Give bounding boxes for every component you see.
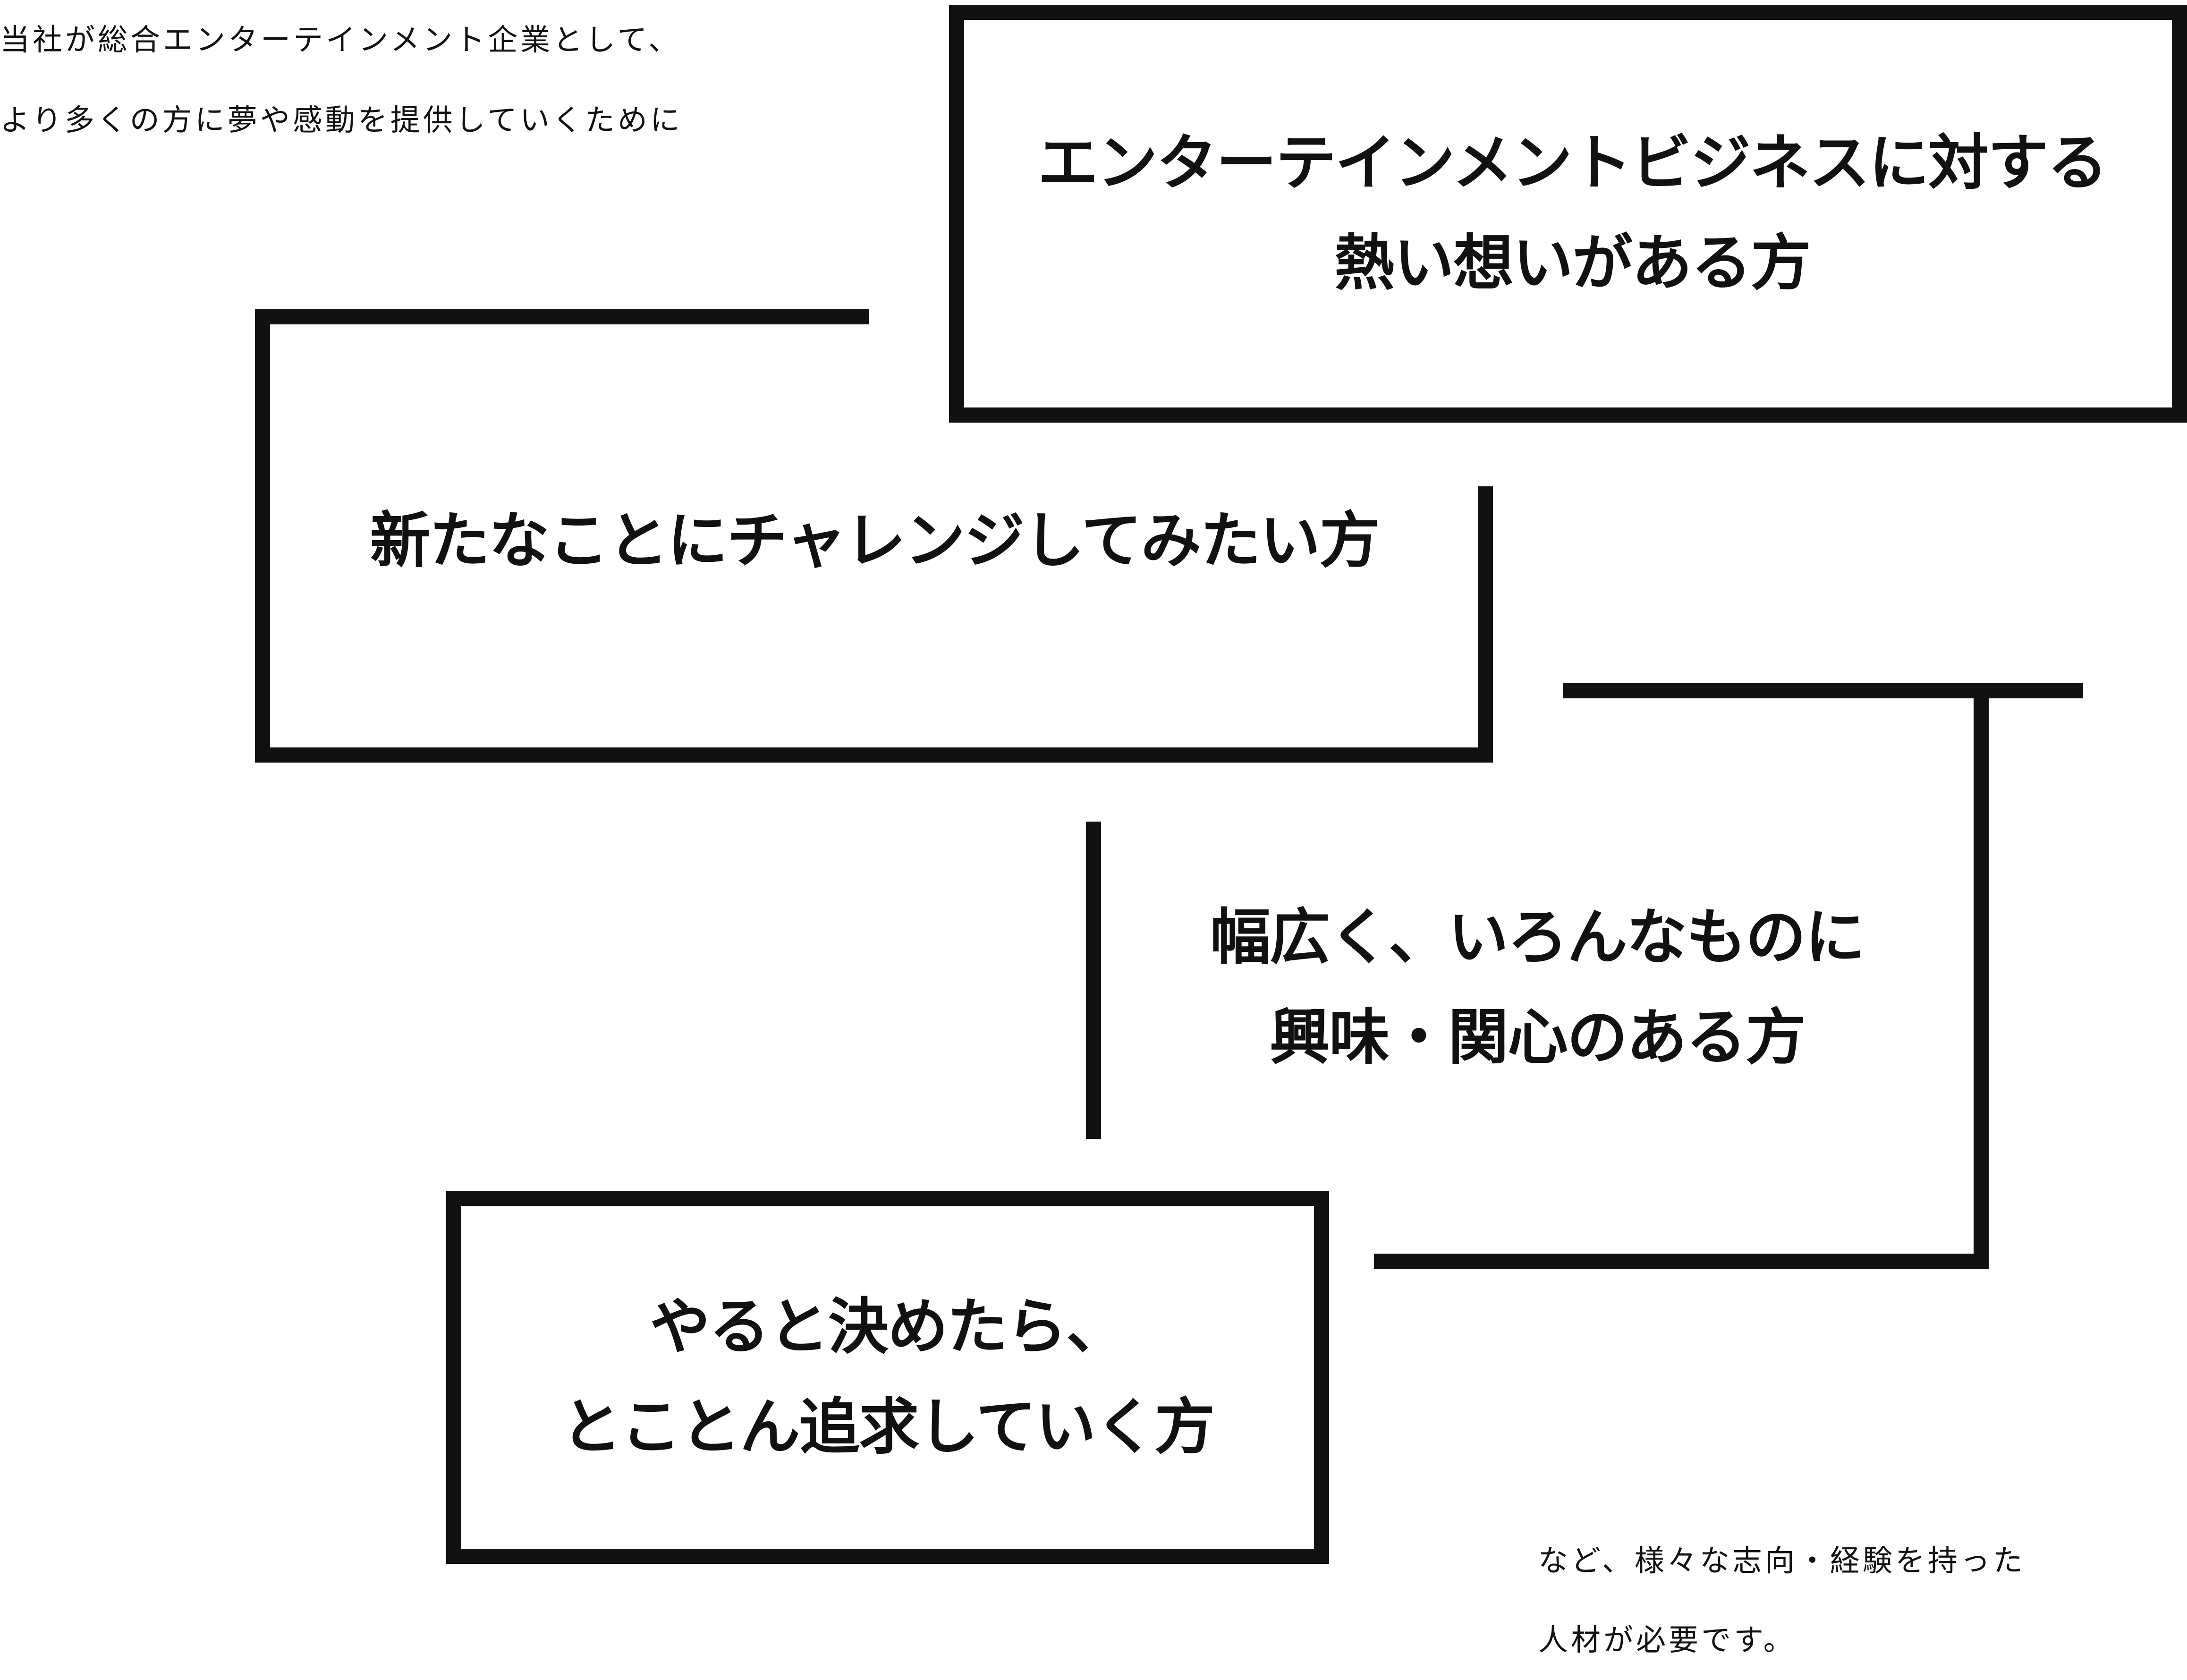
trait-box-3-right-edge (1974, 683, 1989, 1269)
trait-box-3-left-edge (1086, 822, 1101, 1139)
trait-4-line-1: やると決めたら、 (649, 1292, 1127, 1362)
trait-label-2: 新たなことにチャレンジしてみたい方 (270, 491, 1479, 591)
trait-box-1-frame (949, 5, 2187, 423)
outro-line-1: など、様々な志向・経験を持った (1538, 1544, 2026, 1578)
outro-line-2: 人材が必要です。 (1538, 1623, 1796, 1657)
intro-line-2: より多くの方に夢や感動を提供していくために (0, 103, 683, 137)
trait-box-3-bottom-edge (1374, 1254, 1989, 1269)
trait-2-line-1: 新たなことにチャレンジしてみたい方 (370, 506, 1380, 576)
trait-box-3-top-edge (1563, 683, 2083, 698)
trait-box-2-right-edge (1478, 486, 1493, 763)
trait-box-4-frame (446, 1191, 1329, 1564)
trait-box-2-left-edge (255, 309, 270, 763)
intro-line-1: 当社が総合エンターテインメント企業として、 (0, 23, 681, 57)
trait-label-3: 幅広く、いろんなものに 興味・関心のある方 (1101, 888, 1974, 1088)
trait-label-4: やると決めたら、 とことん追求していく方 (456, 1277, 1320, 1477)
trait-label-1: エンターテインメントビジネスに対する 熱い想いがある方 (958, 113, 2186, 314)
trait-box-2-top-edge (255, 309, 869, 324)
trait-3-line-2: 興味・関心のある方 (1269, 1002, 1806, 1073)
trait-3-line-1: 幅広く、いろんなものに (1210, 902, 1865, 973)
intro-text: 当社が総合エンターテインメント企業として、 より多くの方に夢や感動を提供していく… (0, 0, 850, 161)
trait-1-line-2: 熱い想いがある方 (1334, 228, 1811, 298)
trait-4-line-2: とことん追求していく方 (561, 1392, 1215, 1462)
outro-text: など、様々な志向・経験を持った 人材が必要です。 (1538, 1521, 2152, 1680)
trait-1-line-1: エンターテインメントビジネスに対する (1037, 128, 2108, 198)
trait-box-2-bottom-edge (255, 747, 1493, 763)
